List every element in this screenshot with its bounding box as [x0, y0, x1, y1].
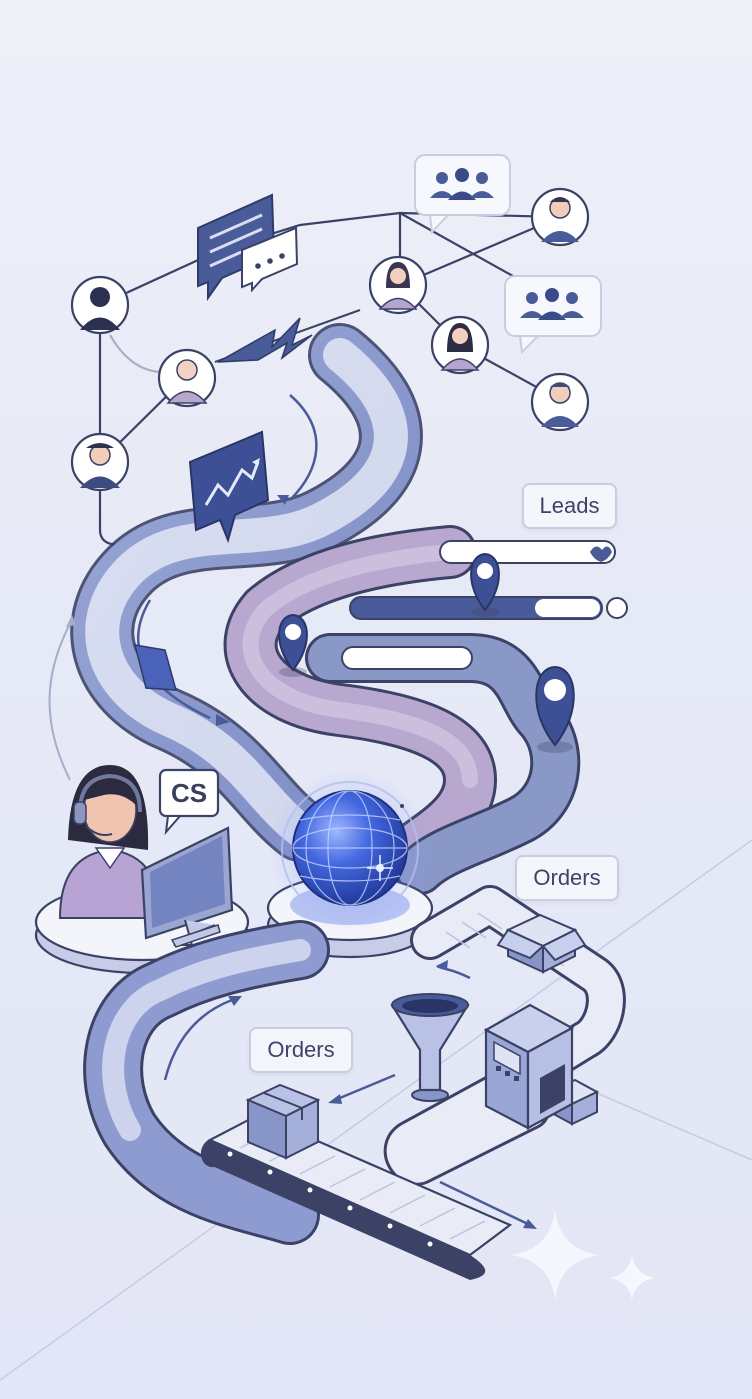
avatar-node — [530, 372, 590, 432]
cs-badge-text: CS — [170, 777, 208, 808]
avatar-node — [530, 187, 590, 247]
monitor-icon — [140, 826, 234, 948]
cs-bubble-icon — [158, 768, 220, 836]
team-chat-icon — [504, 275, 602, 355]
message-bubble-icon — [197, 193, 276, 302]
package-box-icon — [496, 913, 587, 974]
lightning-icon — [217, 317, 313, 363]
globe-icon — [292, 790, 408, 906]
analytics-chart-icon — [188, 430, 270, 544]
loop-arrow-head — [66, 615, 76, 627]
lower-road — [83, 920, 330, 1245]
purple-road — [223, 525, 498, 887]
conveyor-belt-icon — [328, 885, 626, 1186]
avatar-node — [368, 255, 428, 315]
avatar-node — [70, 275, 130, 335]
avatar-node — [70, 432, 130, 492]
typing-bubble-icon — [241, 226, 299, 293]
main-road — [70, 323, 423, 862]
avatar-node — [430, 315, 490, 375]
avatar-node — [157, 348, 217, 408]
map-pin-icon — [535, 665, 575, 753]
orders-label-top: Orders — [515, 855, 619, 901]
leads-bar — [341, 540, 628, 670]
sparkle-icon — [510, 1210, 655, 1300]
leads-label: Leads — [522, 483, 617, 529]
loop-arrow — [48, 619, 73, 781]
team-chat-icon — [414, 154, 511, 235]
side-road — [305, 633, 581, 895]
map-pin-icon — [470, 552, 500, 617]
orders-label-bottom: Orders — [249, 1027, 353, 1073]
map-pin-icon — [278, 613, 308, 677]
funnel-icon — [390, 993, 470, 1102]
machine-icon — [483, 1003, 575, 1130]
package-box-icon — [245, 1083, 321, 1160]
